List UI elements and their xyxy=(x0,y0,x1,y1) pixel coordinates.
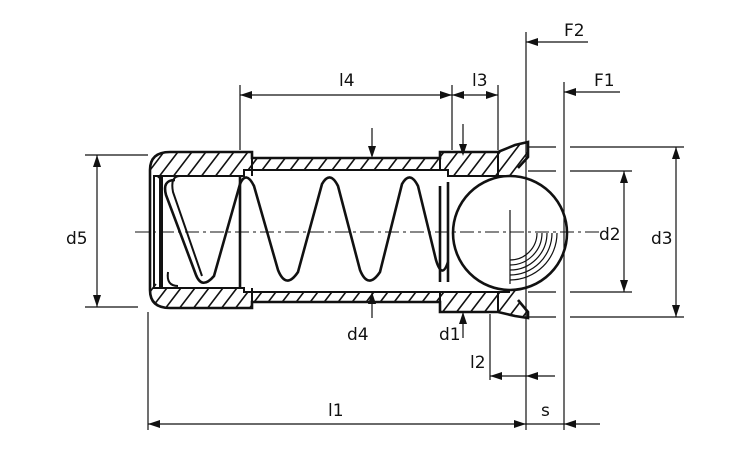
hatch-line xyxy=(150,143,171,179)
hatch-line xyxy=(185,143,213,179)
label-d2: d2 xyxy=(599,225,621,245)
hatch-line xyxy=(507,143,528,179)
hatch-line xyxy=(550,284,576,318)
hatch-line xyxy=(171,283,199,318)
label-d4: d4 xyxy=(347,325,369,345)
hatch-line xyxy=(150,283,157,318)
label-l1: l1 xyxy=(328,401,344,421)
hatch-line xyxy=(157,143,185,179)
extension-lines xyxy=(85,32,684,430)
label-l3: l3 xyxy=(472,71,488,91)
hatch-line xyxy=(150,283,171,318)
hatch-line xyxy=(199,283,227,318)
label-d1: d1 xyxy=(439,325,461,345)
label-d3: d3 xyxy=(651,229,673,249)
ball xyxy=(451,174,569,292)
hatch-line xyxy=(199,143,227,179)
hatch-line xyxy=(213,143,241,179)
label-l4: l4 xyxy=(339,71,355,91)
hatch-line xyxy=(213,283,241,318)
label-s: s xyxy=(541,401,550,421)
label-l2: l2 xyxy=(470,353,486,373)
hatch-line xyxy=(171,143,199,179)
hatch-line xyxy=(536,144,562,178)
label-d5: d5 xyxy=(66,229,88,249)
label-f2: F2 xyxy=(564,21,585,41)
hatch-line xyxy=(157,283,185,318)
hatch-line xyxy=(465,143,493,179)
hatch-line xyxy=(550,144,576,178)
dimension-labels: l4 l3 F2 F1 d5 d2 d3 d4 d1 l2 l1 s xyxy=(66,21,673,421)
hatch-line xyxy=(185,283,213,318)
label-f1: F1 xyxy=(594,71,615,91)
hatch-line xyxy=(536,284,562,318)
dimension-lines xyxy=(93,38,680,428)
